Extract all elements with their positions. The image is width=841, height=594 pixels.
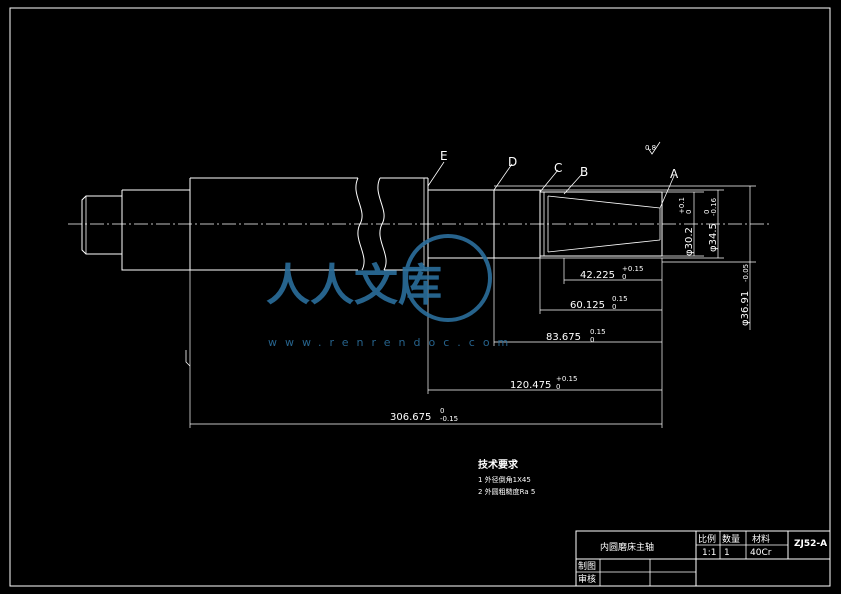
dim-d34-tol-lo: -0.16 bbox=[710, 197, 718, 216]
label-leaders bbox=[427, 161, 675, 209]
label-d: D bbox=[508, 155, 517, 169]
dim-d30-tol-up: +0.1 bbox=[678, 197, 686, 214]
technical-notes: 技术要求 1 外径倒角1X45 2 外圆粗糙度Ra 5 bbox=[478, 458, 535, 496]
dim-length-4: 120.475 +0.15 0 bbox=[510, 375, 577, 391]
dim-length-2: 60.125 0.15 0 bbox=[570, 295, 628, 311]
part-name: 内圆磨床主轴 bbox=[600, 541, 654, 553]
label-e: E bbox=[440, 149, 448, 163]
label-b: B bbox=[580, 165, 588, 179]
qty-value: 1 bbox=[724, 548, 730, 558]
dim-length-5: 306.675 0 -0.15 bbox=[390, 407, 458, 423]
dim-length-4-value: 120.475 bbox=[510, 380, 551, 391]
break-mark bbox=[185, 350, 191, 367]
drawing-number: ZJ52-A bbox=[794, 539, 827, 549]
dim-length-5-tol-up: 0 bbox=[440, 407, 444, 415]
dim-length-1-tol-up: +0.15 bbox=[622, 265, 643, 273]
diameter-dimensions bbox=[494, 185, 756, 330]
dim-length-4-tol-lo: 0 bbox=[556, 383, 560, 391]
dim-length-4-tol-up: +0.15 bbox=[556, 375, 577, 383]
drawing-frame bbox=[9, 7, 831, 587]
shaft-taper-section bbox=[539, 191, 663, 257]
title-block bbox=[575, 530, 831, 587]
dim-length-3: 83.675 0.15 0 bbox=[546, 328, 606, 344]
dim-d36-tol: -0.05 bbox=[742, 264, 750, 282]
notes-line2: 2 外圆粗糙度Ra 5 bbox=[478, 487, 535, 496]
shaft-left-end bbox=[81, 189, 191, 271]
notes-line1: 1 外径倒角1X45 bbox=[478, 475, 531, 484]
label-a: A bbox=[670, 167, 679, 181]
scale-value: 1:1 bbox=[702, 548, 716, 558]
dim-length-5-tol-lo: -0.15 bbox=[440, 415, 458, 423]
dim-length-2-value: 60.125 bbox=[570, 300, 605, 311]
watermark-text: 人人文库 bbox=[266, 260, 442, 311]
dim-length-1: 42.225 +0.15 0 bbox=[580, 265, 643, 281]
notes-title: 技术要求 bbox=[478, 458, 519, 471]
material-value: 40Cr bbox=[750, 548, 772, 558]
dim-length-1-value: 42.225 bbox=[580, 270, 615, 281]
dim-length-2-tol-lo: 0 bbox=[612, 303, 616, 311]
drawn-label: 制图 bbox=[578, 560, 596, 572]
dim-d30-tol-lo: 0 bbox=[685, 210, 693, 214]
dim-length-2-tol-up: 0.15 bbox=[612, 295, 628, 303]
length-dimensions bbox=[189, 258, 663, 428]
label-c: C bbox=[554, 161, 562, 175]
dim-length-3-tol-lo: 0 bbox=[590, 336, 594, 344]
checked-label: 审核 bbox=[578, 573, 596, 585]
dim-d34: φ34.5 bbox=[708, 223, 719, 252]
dim-length-3-value: 83.675 bbox=[546, 332, 581, 343]
qty-label: 数量 bbox=[722, 533, 740, 545]
dim-length-1-tol-lo: 0 bbox=[622, 273, 626, 281]
scale-label: 比例 bbox=[698, 533, 716, 545]
watermark: 人人文库 www.renrendoc.com bbox=[266, 234, 516, 349]
dim-length-5-value: 306.675 bbox=[390, 412, 431, 423]
watermark-url: www.renrendoc.com bbox=[268, 336, 516, 349]
dim-length-3-tol-up: 0.15 bbox=[590, 328, 606, 336]
roughness-symbol-icon: 0.8 bbox=[645, 141, 661, 155]
dim-d34-tol-up: 0 bbox=[703, 210, 711, 214]
shaft-main-body bbox=[189, 177, 429, 271]
dim-d36: φ36.91 bbox=[740, 291, 751, 326]
dim-d30: φ30.2 bbox=[684, 227, 695, 256]
material-label: 材料 bbox=[752, 533, 770, 545]
roughness-value: 0.8 bbox=[645, 144, 656, 152]
